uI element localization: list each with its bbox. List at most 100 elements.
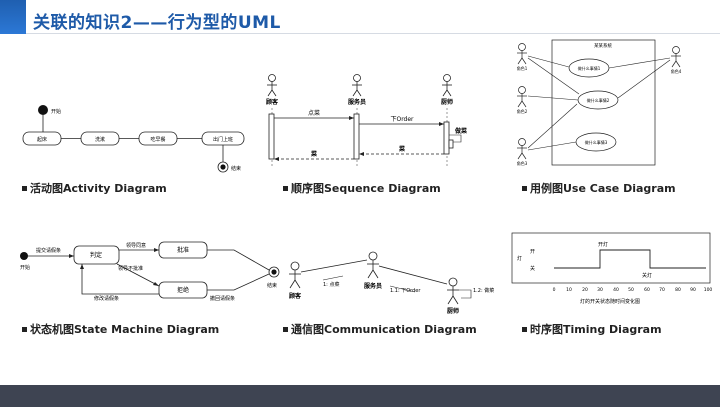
activity-end-node bbox=[217, 161, 229, 173]
state-transition-1: 提交请假条 bbox=[36, 247, 61, 254]
activity-node-3-label: 吃早餐 bbox=[150, 136, 165, 143]
caption-timing: 时序图Timing Diagram bbox=[522, 321, 662, 337]
caption-activity: 活动图Activity Diagram bbox=[22, 180, 167, 196]
caption-communication-text: 通信图Communication Diagram bbox=[291, 323, 477, 336]
activity-node-4-label: 出门上班 bbox=[213, 136, 233, 143]
caption-sequence-text: 顺序图Sequence Diagram bbox=[291, 182, 441, 195]
usecase-2-label: 做什么事情2 bbox=[587, 97, 610, 103]
activity-diagram: 开始 起床 洗漱 吃早餐 出门上班 结束 bbox=[22, 105, 245, 173]
caption-statemachine: 状态机图State Machine Diagram bbox=[22, 321, 219, 337]
state-start-node bbox=[20, 252, 28, 260]
comm-actor-chef-icon bbox=[447, 277, 459, 305]
comm-object-3-label: 厨师 bbox=[447, 307, 459, 315]
state-judge-label: 判定 bbox=[90, 251, 102, 259]
state-end-label: 结束 bbox=[267, 282, 277, 289]
state-judge bbox=[73, 245, 120, 265]
sequence-message-1: 点菜 bbox=[308, 109, 320, 117]
activity-end-label: 结束 bbox=[231, 165, 241, 172]
communication-diagram: 顾客 服务员 厨师 1: 点菜 1.1: 下Order 1.2: 做菜 bbox=[289, 251, 494, 315]
sequence-actor-chef-icon bbox=[442, 74, 452, 97]
bullet-icon bbox=[522, 186, 527, 191]
caption-activity-text: 活动图Activity Diagram bbox=[30, 182, 167, 195]
sequence-message-4: 菜 bbox=[398, 145, 406, 153]
caption-timing-text: 时序图Timing Diagram bbox=[530, 323, 662, 336]
timing-tick-0: 0 bbox=[553, 287, 556, 293]
usecase-actor-2-label: 角色2 bbox=[517, 108, 528, 114]
usecase-actor-1-icon bbox=[517, 43, 527, 65]
timing-state-on: 开 bbox=[530, 249, 535, 255]
timing-tick-30: 30 bbox=[597, 287, 603, 293]
comm-message-2: 1.1: 下Order bbox=[390, 288, 421, 294]
title-divider bbox=[26, 33, 720, 34]
state-reject-label: 拒绝 bbox=[177, 286, 189, 294]
activity-node-2-label: 洗漱 bbox=[95, 136, 105, 143]
slide-title: 关联的知识2——行为型的UML bbox=[33, 13, 281, 33]
sequence-actor-customer-icon bbox=[267, 74, 277, 97]
usecase-actor-3-label: 角色3 bbox=[517, 160, 528, 166]
sequence-lifeline-3-label: 厨师 bbox=[441, 98, 453, 106]
sequence-message-3: 菜 bbox=[310, 150, 318, 158]
bullet-icon bbox=[522, 327, 527, 332]
usecase-actor-3-icon bbox=[517, 138, 527, 160]
sequence-message-2: 下Order bbox=[390, 116, 414, 123]
state-transition-3: 领导不批准 bbox=[118, 265, 143, 272]
timing-tick-100: 100 bbox=[704, 287, 713, 293]
sequence-actor-waiter-icon bbox=[352, 74, 362, 97]
state-transition-2: 领导同意 bbox=[126, 242, 146, 249]
caption-usecase: 用例图Use Case Diagram bbox=[522, 180, 676, 196]
bullet-icon bbox=[283, 327, 288, 332]
usecase-3-label: 做什么事情3 bbox=[585, 139, 608, 145]
timing-waveform bbox=[554, 249, 706, 269]
sequence-lifeline-1-label: 顾客 bbox=[266, 98, 279, 106]
state-transition-4: 修改请假条 bbox=[94, 295, 119, 302]
caption-communication: 通信图Communication Diagram bbox=[283, 321, 477, 337]
comm-actor-waiter-icon bbox=[367, 251, 379, 279]
corner-accent bbox=[0, 0, 26, 34]
comm-actor-customer-icon bbox=[289, 261, 301, 289]
timing-tick-70: 70 bbox=[659, 287, 665, 293]
state-approve-label: 批准 bbox=[177, 246, 189, 254]
usecase-ellipse-3 bbox=[575, 132, 617, 152]
usecase-actor-1-label: 角色1 bbox=[517, 65, 528, 71]
timing-state-off: 关 bbox=[530, 265, 535, 272]
timing-tick-50: 50 bbox=[628, 287, 634, 293]
usecase-actor-4-icon bbox=[671, 46, 681, 68]
sequence-self-call: 做菜 bbox=[454, 127, 468, 135]
timing-diagram: 灯 开 关 开灯 关灯 0 10 20 30 40 50 60 70 80 90… bbox=[511, 232, 713, 305]
usecase-actor-4-label: 角色4 bbox=[671, 68, 682, 74]
timing-frame bbox=[511, 232, 711, 284]
comm-message-1: 1: 点菜 bbox=[323, 281, 339, 288]
state-start-label: 开始 bbox=[20, 264, 30, 271]
bullet-icon bbox=[22, 327, 27, 332]
comm-message-3: 1.2: 做菜 bbox=[473, 287, 494, 294]
activity-start-label: 开始 bbox=[51, 108, 61, 115]
comm-object-2-label: 服务员 bbox=[364, 282, 382, 290]
timing-tick-60: 60 bbox=[644, 287, 650, 293]
caption-sequence: 顺序图Sequence Diagram bbox=[283, 180, 441, 196]
timing-tick-90: 90 bbox=[690, 287, 696, 293]
timing-tick-20: 20 bbox=[582, 287, 588, 293]
bullet-icon bbox=[22, 186, 27, 191]
caption-usecase-text: 用例图Use Case Diagram bbox=[530, 182, 676, 195]
timing-tick-10: 10 bbox=[566, 287, 572, 293]
timing-x-ticks: 0 10 20 30 40 50 60 70 80 90 100 bbox=[553, 287, 713, 293]
state-end-node bbox=[268, 266, 280, 278]
comm-object-1-label: 顾客 bbox=[289, 292, 302, 300]
timing-y-label: 灯 bbox=[517, 255, 522, 262]
usecase-diagram: 某某系统 做什么事情1 做什么事情2 做什么事情3 角色1 角色2 角色3 角色… bbox=[517, 39, 682, 166]
activity-start-node bbox=[38, 105, 48, 115]
usecase-actor-2-icon bbox=[517, 86, 527, 108]
caption-statemachine-text: 状态机图State Machine Diagram bbox=[30, 323, 220, 336]
usecase-system-label: 某某系统 bbox=[594, 42, 612, 49]
state-machine-diagram: 开始 提交请假条 判定 批准 拒绝 领导同意 领导不批准 修改请假条 撤回请假条… bbox=[20, 241, 280, 302]
bullet-icon bbox=[283, 186, 288, 191]
state-transition-5: 撤回请假条 bbox=[210, 295, 235, 302]
sequence-lifeline-2-label: 服务员 bbox=[348, 98, 366, 106]
sequence-diagram: 顾客 服务员 厨师 点菜 下Order 做菜 菜 菜 bbox=[266, 74, 468, 168]
timing-event-off: 关灯 bbox=[642, 272, 652, 279]
timing-tick-80: 80 bbox=[675, 287, 681, 293]
timing-tick-40: 40 bbox=[613, 287, 619, 293]
usecase-1-label: 做什么事情1 bbox=[578, 65, 601, 71]
activity-node-1-label: 起床 bbox=[37, 136, 47, 143]
footer-band bbox=[0, 385, 720, 407]
